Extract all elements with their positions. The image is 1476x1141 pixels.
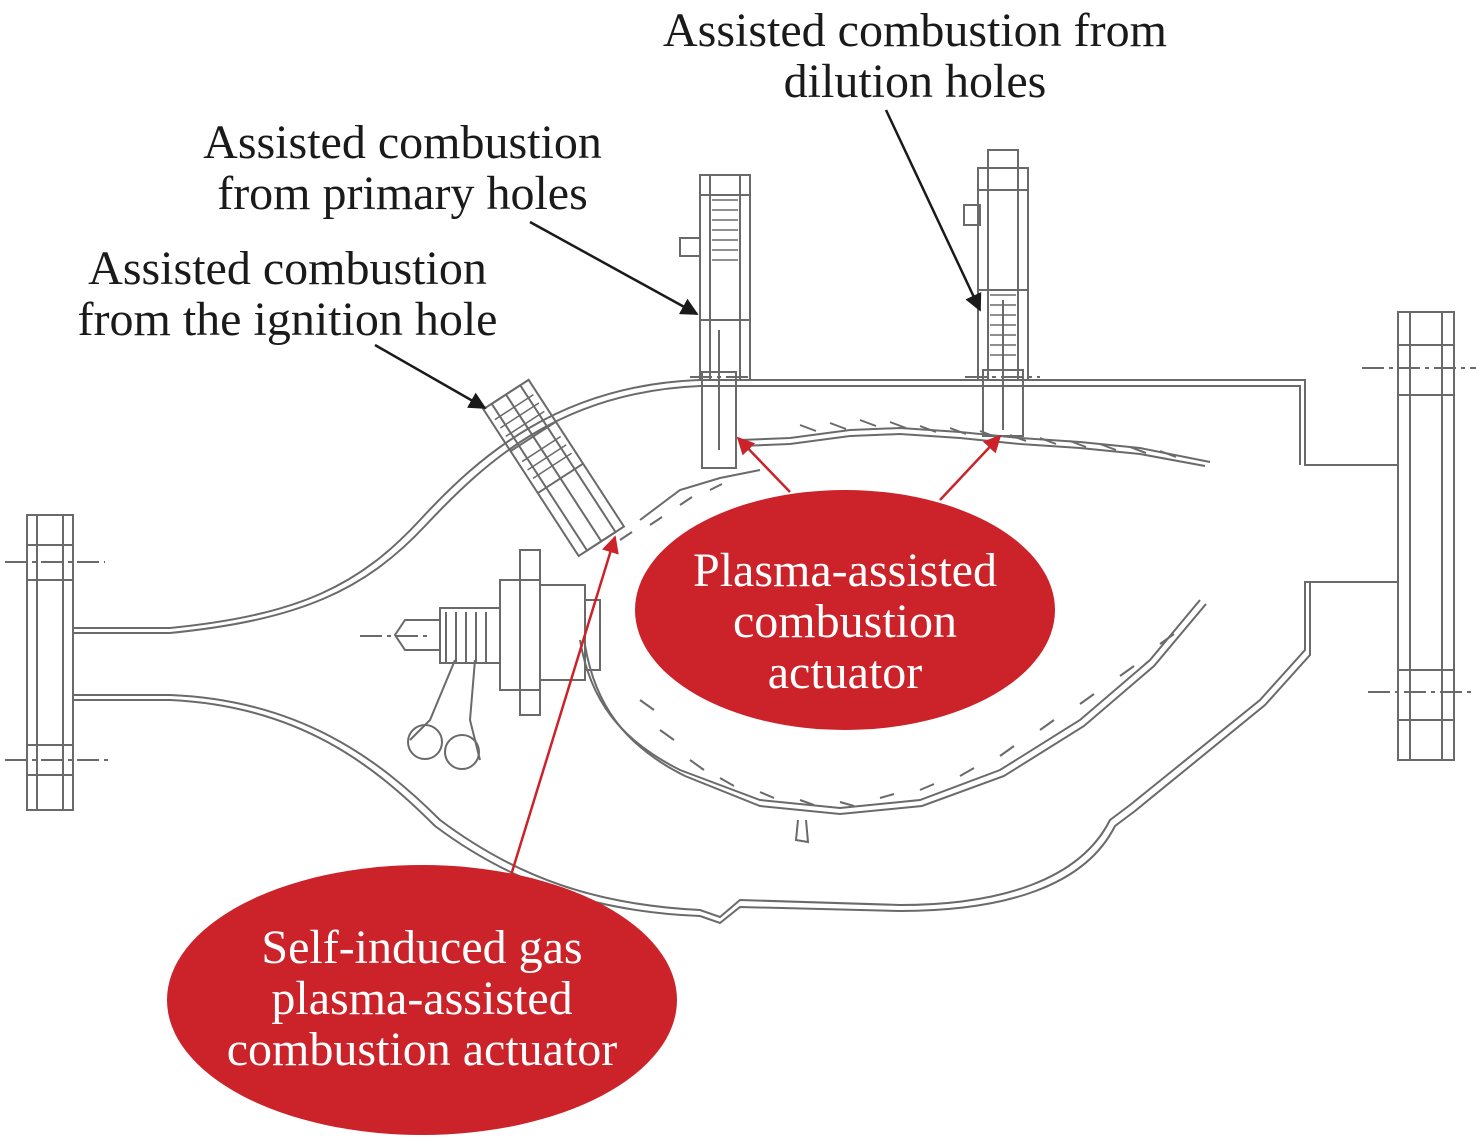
left-flange [5, 514, 110, 811]
dilution-label-line-2: dilution holes [783, 55, 1047, 108]
black-pointers [374, 109, 982, 410]
plasma-callout-line-1: Plasma-assisted [693, 544, 997, 597]
plasma-callout-line-3: actuator [767, 646, 923, 699]
ignition-label-line-2: from the ignition hole [77, 293, 498, 346]
dilution-pointer-arrow [884, 109, 982, 312]
self-induced-callout-shape [167, 865, 677, 1135]
primary-label: Assisted combustion from primary holes [150, 117, 655, 219]
nozzle-assembly [360, 549, 601, 770]
primary-pointer-arrow [529, 220, 699, 316]
red-pointers [506, 434, 1002, 886]
primary-label-line-2: from primary holes [217, 167, 588, 220]
self-induced-line-2: plasma-assisted [271, 972, 573, 1025]
dilution-actuator [963, 149, 1040, 437]
self-induced-callout: Self-induced gas plasma-assisted combust… [182, 922, 662, 1075]
plasma-actuator-callout-shape [635, 490, 1055, 730]
primary-actuator [679, 174, 751, 469]
liner-louvres [619, 419, 1177, 844]
self-induced-pointer [506, 535, 619, 886]
primary-label-line-1: Assisted combustion [203, 116, 602, 169]
dilution-label: Assisted combustion from dilution holes [600, 5, 1230, 107]
ignition-pointer-arrow [374, 343, 487, 410]
plasma-callout-line-2: combustion [733, 595, 957, 648]
plasma-pointer-primary [736, 436, 791, 493]
ignition-label-line-1: Assisted combustion [88, 242, 487, 295]
ignition-label: Assisted combustion from the ignition ho… [20, 243, 555, 345]
plasma-actuator-callout: Plasma-assisted combustion actuator [645, 545, 1045, 698]
plasma-pointer-dilution [939, 434, 1002, 501]
dilution-label-line-1: Assisted combustion from [663, 4, 1167, 57]
right-flange [1362, 311, 1476, 761]
ignition-actuator [481, 378, 626, 558]
self-induced-line-1: Self-induced gas [261, 921, 583, 974]
liner [579, 426, 1211, 816]
self-induced-line-3: combustion actuator [226, 1023, 618, 1076]
